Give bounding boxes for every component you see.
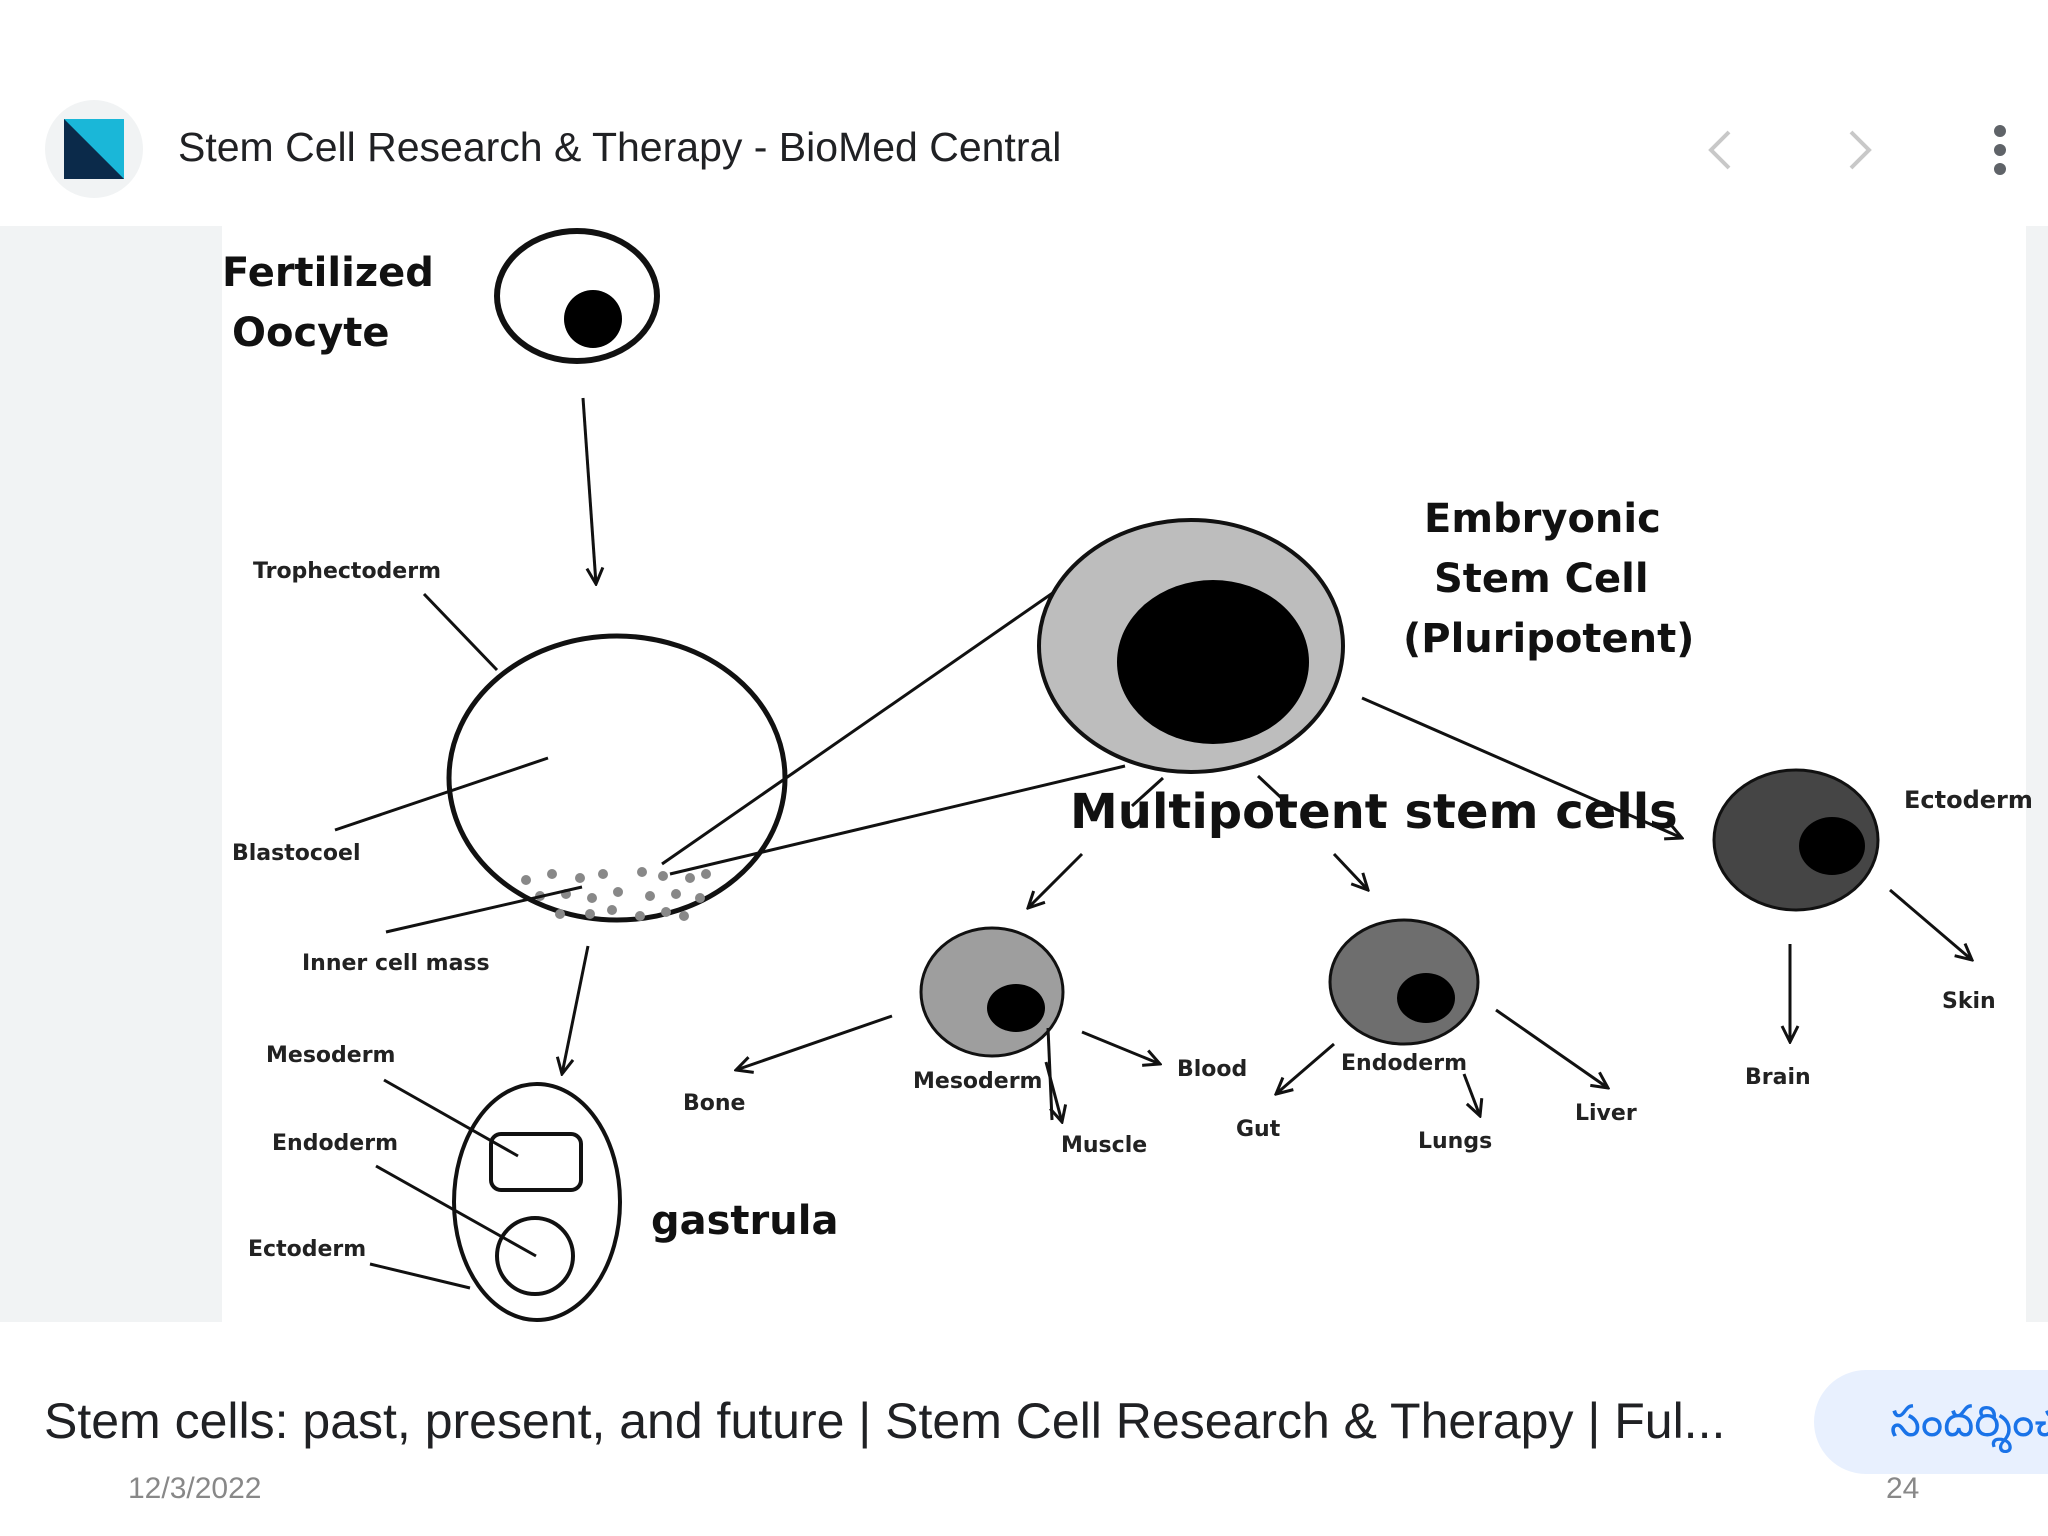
arrow-to-gut bbox=[1276, 1042, 1335, 1094]
label-inner-cell-mass: Inner cell mass bbox=[302, 951, 490, 976]
arrow-esc-to-endoderm-top bbox=[1256, 774, 1292, 808]
label-mesoderm-left: Mesoderm bbox=[266, 1043, 395, 1068]
label-bone: Bone bbox=[683, 1091, 745, 1116]
arrow-to-liver bbox=[1495, 1008, 1608, 1088]
pointer-ectoderm-left bbox=[369, 1262, 471, 1290]
image-footer: Stem cells: past, present, and future | … bbox=[0, 1322, 2048, 1536]
embryonic-stem-cell bbox=[1037, 518, 1345, 774]
arrow-esc-to-mesoderm-top bbox=[1130, 776, 1165, 808]
pointer-endoderm-left bbox=[375, 1164, 537, 1258]
mesoderm-cell bbox=[919, 926, 1065, 1058]
arrow-esc-to-mesoderm bbox=[1028, 852, 1084, 908]
site-title[interactable]: Stem Cell Research & Therapy - BioMed Ce… bbox=[178, 124, 1062, 170]
arrow-esc-to-endoderm bbox=[1332, 852, 1368, 890]
label-pluripotent: (Pluripotent) bbox=[1403, 616, 1694, 662]
arrow-to-skin bbox=[1889, 888, 1972, 960]
count-text: 24 bbox=[1886, 1472, 1920, 1505]
previous-button[interactable] bbox=[1688, 118, 1752, 182]
arrow-to-bone bbox=[736, 1014, 893, 1070]
arrow-blastocyst-to-gastrula bbox=[562, 945, 590, 1074]
more-options-button[interactable] bbox=[1968, 118, 2032, 182]
label-endoderm-left: Endoderm bbox=[272, 1131, 398, 1156]
image-header: Stem Cell Research & Therapy - BioMed Ce… bbox=[0, 0, 2048, 226]
arrow-to-blood bbox=[1081, 1030, 1160, 1064]
pointer-mesoderm-left bbox=[383, 1078, 519, 1158]
image-padding-right bbox=[2026, 226, 2048, 1322]
next-button[interactable] bbox=[1828, 118, 1892, 182]
arrow-oocyte-to-blastocyst bbox=[581, 397, 596, 584]
chevron-left-icon bbox=[1708, 130, 1731, 170]
gastrula-cell bbox=[452, 1082, 622, 1322]
label-ectoderm-left: Ectoderm bbox=[248, 1237, 366, 1262]
ectoderm-cell bbox=[1712, 768, 1880, 912]
label-multipotent: Multipotent stem cells bbox=[1070, 784, 1678, 840]
label-stem-cell: Stem Cell bbox=[1434, 556, 1649, 602]
date-text: 12/3/2022 bbox=[128, 1472, 262, 1505]
label-brain: Brain bbox=[1745, 1065, 1811, 1090]
label-oocyte: Oocyte bbox=[232, 310, 390, 356]
image-padding-left bbox=[0, 226, 222, 1322]
more-vert-icon bbox=[1994, 125, 2006, 175]
pointer-blastocoel bbox=[334, 756, 549, 832]
oocyte-cell bbox=[494, 228, 660, 364]
label-liver: Liver bbox=[1575, 1101, 1637, 1126]
label-blastocoel: Blastocoel bbox=[232, 841, 361, 866]
pointer-trophectoderm bbox=[422, 592, 499, 672]
chevron-right-icon bbox=[1849, 130, 1872, 170]
zoom-line-upper bbox=[661, 588, 1058, 866]
label-fertilized: Fertilized bbox=[222, 250, 434, 296]
visit-button[interactable]: సందర్శించండి bbox=[1814, 1370, 2048, 1474]
zoom-line-lower bbox=[669, 764, 1126, 876]
arrow-esc-to-ectoderm bbox=[1361, 696, 1682, 838]
label-lungs: Lungs bbox=[1418, 1129, 1492, 1154]
preview-image[interactable]: Fertilized Oocyte Trophectoderm Blastoco… bbox=[0, 226, 2048, 1322]
label-blood: Blood bbox=[1177, 1057, 1247, 1082]
site-logo[interactable] bbox=[45, 100, 143, 198]
image-caption-link[interactable]: Stem cells: past, present, and future | … bbox=[44, 1393, 1726, 1449]
label-embryonic: Embryonic bbox=[1424, 496, 1661, 542]
blastocyst-cell bbox=[446, 633, 788, 923]
label-skin: Skin bbox=[1942, 989, 1996, 1014]
label-gut: Gut bbox=[1236, 1117, 1281, 1142]
arrow-to-muscle bbox=[1044, 1061, 1062, 1122]
label-mesoderm-mid: Mesoderm bbox=[913, 1069, 1042, 1094]
label-trophectoderm: Trophectoderm bbox=[253, 559, 441, 584]
endoderm-cell bbox=[1328, 918, 1480, 1046]
label-muscle: Muscle bbox=[1061, 1133, 1147, 1158]
pointer-inner-cell-mass bbox=[385, 885, 583, 934]
stem-cell-diagram: Fertilized Oocyte Trophectoderm Blastoco… bbox=[222, 228, 2033, 1322]
label-endoderm-mid: Endoderm bbox=[1341, 1051, 1467, 1076]
biomed-central-logo-icon bbox=[64, 119, 124, 179]
label-gastrula: gastrula bbox=[651, 1198, 838, 1244]
arrow-to-lungs bbox=[1462, 1073, 1480, 1116]
label-ectoderm-right: Ectoderm bbox=[1904, 786, 2033, 814]
